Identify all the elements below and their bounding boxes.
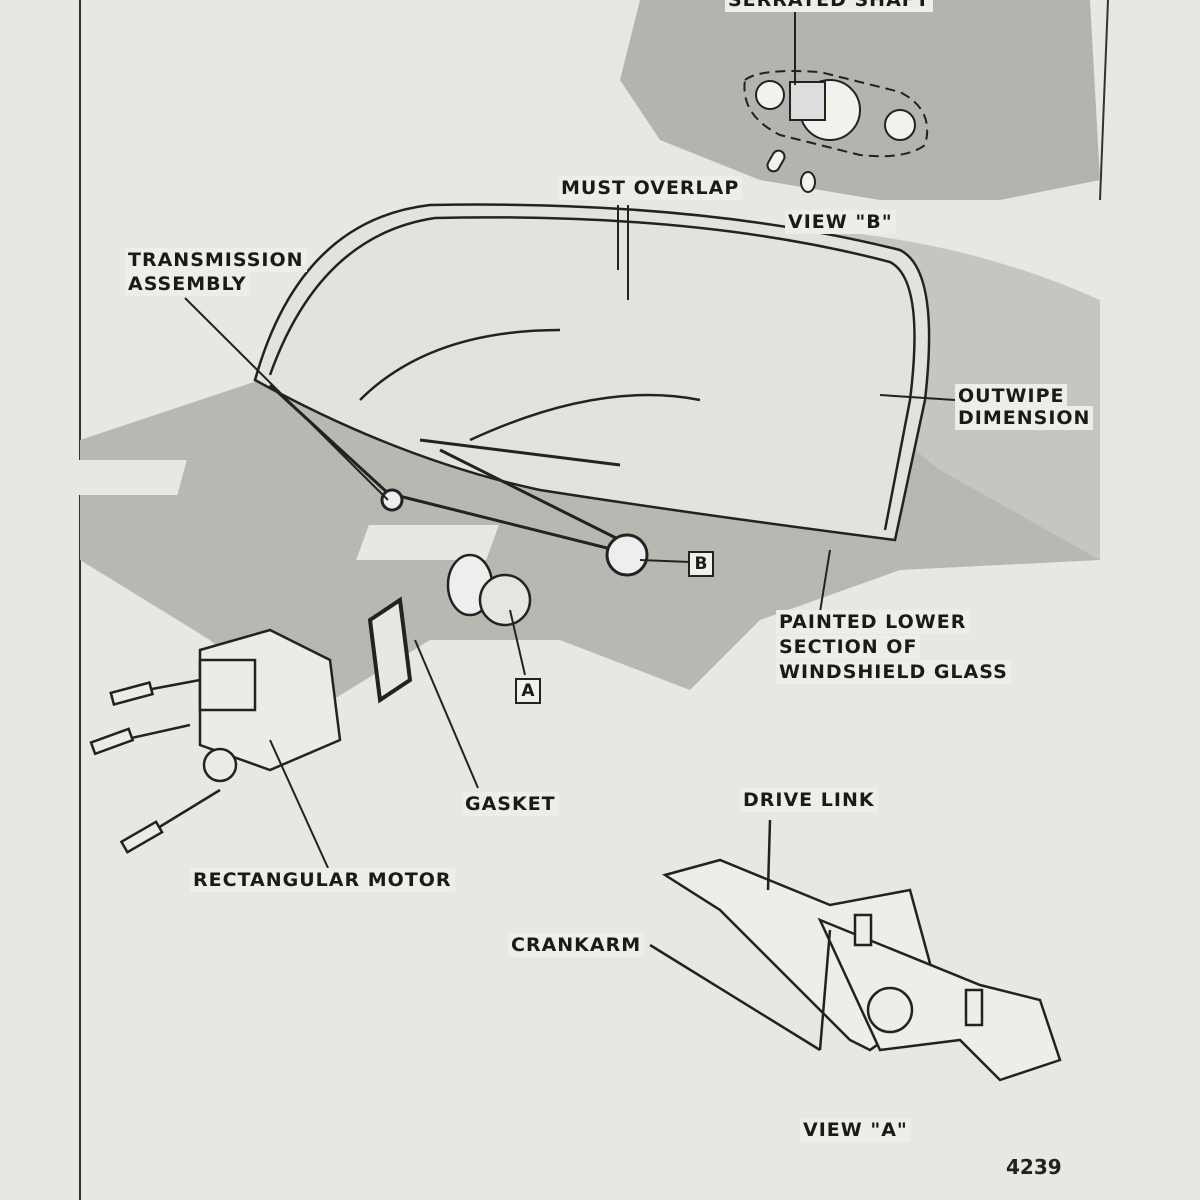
- label-painted-lower: PAINTED LOWER: [776, 610, 970, 634]
- serrated-shaft-detail: [743, 8, 929, 193]
- label-section-of: SECTION OF: [776, 635, 921, 659]
- label-view-a: VIEW "A": [800, 1118, 911, 1142]
- leader-lines: [184, 205, 956, 869]
- label-dimension: DIMENSION: [955, 406, 1094, 430]
- page-number: 4239: [1006, 1155, 1062, 1179]
- label-transmission: TRANSMISSION: [125, 248, 307, 272]
- label-view-b: VIEW "B": [785, 210, 896, 234]
- label-crankarm: CRANKARM: [508, 933, 645, 957]
- callout-a: A: [515, 678, 541, 704]
- cowl-opening: [67, 460, 187, 495]
- callout-circle-a: [478, 573, 532, 627]
- label-must-overlap: MUST OVERLAP: [558, 176, 743, 200]
- label-assembly: ASSEMBLY: [125, 272, 250, 296]
- label-windshield-glass: WINDSHIELD GLASS: [776, 660, 1011, 684]
- cowl-opening: [356, 525, 499, 560]
- label-rectangular-motor: RECTANGULAR MOTOR: [190, 868, 455, 892]
- page-edge-right: [1099, 0, 1109, 201]
- view-a-detail: [649, 819, 1062, 1082]
- gasket-shape: [367, 596, 413, 704]
- callout-b: B: [688, 551, 714, 577]
- label-drive-link: DRIVE LINK: [740, 788, 878, 812]
- label-gasket: GASKET: [462, 792, 559, 816]
- label-outwipe: OUTWIPE: [955, 384, 1068, 408]
- rectangular-motor-drawing: [89, 628, 342, 854]
- label-serrated-shaft: SERRATED SHAFT: [725, 0, 933, 12]
- view-b-backdrop: [620, 0, 1100, 200]
